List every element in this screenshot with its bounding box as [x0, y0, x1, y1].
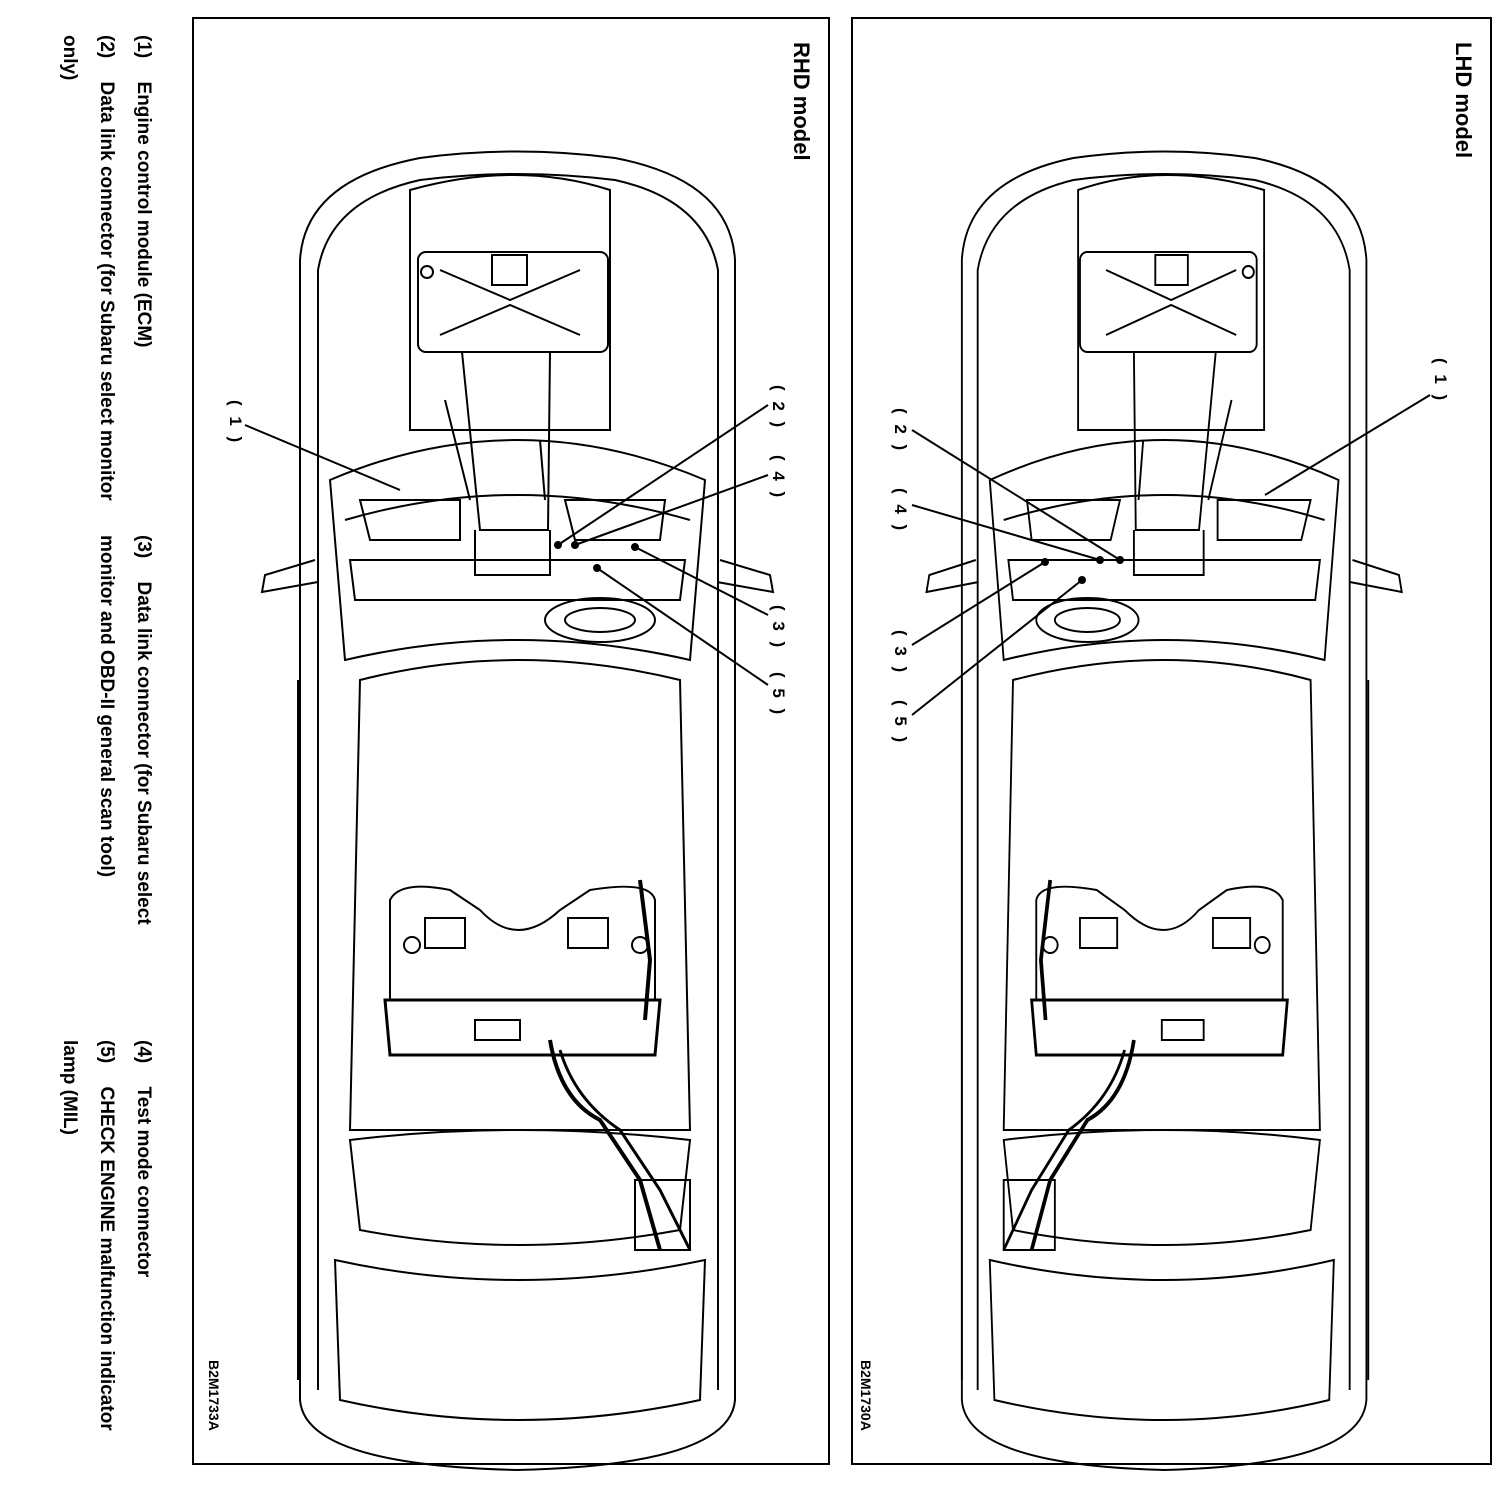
rhd-callout-3: ( 3 ): [769, 605, 788, 651]
rhd-callout-5: ( 5 ): [769, 672, 788, 718]
legend-text: CHECK ENGINE malfunction indicator lamp …: [59, 1040, 117, 1431]
lhd-car-drawing: [924, 149, 1404, 1472]
lhd-callout-3: ( 3 ): [891, 630, 910, 676]
rhd-leader-lines: [244, 404, 769, 686]
legend-num: (4): [133, 1040, 154, 1064]
rhd-callout-4: ( 4 ): [769, 455, 788, 501]
legend-text: Data link connector (for Subaru select m…: [96, 535, 154, 925]
legend-item-5: (5) CHECK ENGINE malfunction indicator l…: [51, 1040, 125, 1480]
lhd-callout-2: ( 2 ): [891, 408, 910, 454]
rhd-callout-2: ( 2 ): [769, 385, 788, 431]
legend-text: Engine control module (ECM): [133, 81, 154, 348]
legend-item-1: (1) Engine control module (ECM): [125, 35, 162, 505]
rhd-callout-1: ( 1 ): [226, 400, 245, 446]
lhd-title: LHD model: [1451, 42, 1476, 159]
legend-num: (2): [96, 35, 117, 59]
legend-item-2: (2) Data link connector (for Subaru sele…: [51, 35, 125, 505]
legend-item-4: (4) Test mode connector: [125, 1040, 162, 1480]
rhd-figure-code: B2M1733A: [206, 1360, 222, 1431]
lhd-callout-4: ( 4 ): [891, 488, 910, 534]
legend-num: (3): [133, 535, 154, 559]
lhd-figure-code: B2M1730A: [858, 1360, 874, 1431]
lhd-panel: [851, 17, 1492, 1465]
legend-column-2: (3) Data link connector (for Subaru sele…: [50, 535, 162, 985]
lhd-callout-1: ( 1 ): [1431, 358, 1450, 404]
legend-column-3: (4) Test mode connector (5) CHECK ENGINE…: [50, 1040, 162, 1480]
rhd-car-drawing: [260, 149, 775, 1472]
lhd-leader-lines: [911, 394, 1431, 716]
legend-num: (5): [96, 1040, 117, 1064]
legend-column-1: (1) Engine control module (ECM) (2) Data…: [50, 35, 162, 505]
rhd-panel: [192, 17, 830, 1465]
lhd-callout-5: ( 5 ): [891, 700, 910, 746]
rhd-title: RHD model: [789, 42, 814, 161]
legend-num: (1): [133, 35, 154, 59]
legend-text: Test mode connector: [133, 1086, 154, 1278]
legend-item-3: (3) Data link connector (for Subaru sele…: [88, 535, 162, 985]
legend-text: Data link connector (for Subaru select m…: [59, 35, 117, 501]
